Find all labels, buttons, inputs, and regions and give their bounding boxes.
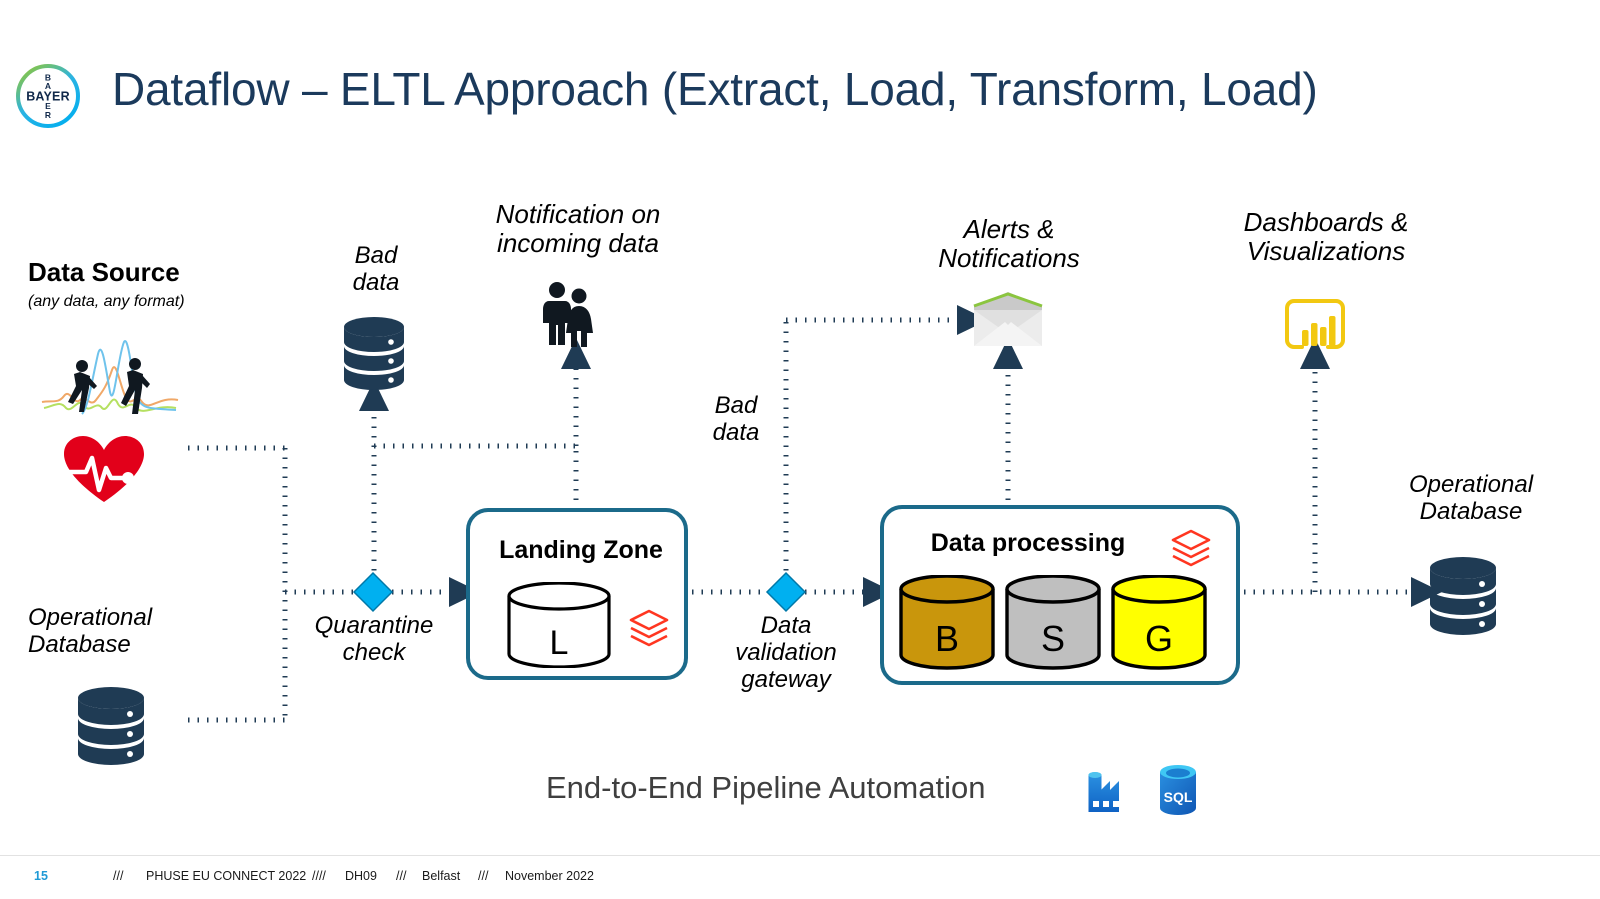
notification-label-line1: Notification on bbox=[495, 199, 661, 229]
two-people-icon bbox=[538, 281, 598, 347]
silver-layer-label: S bbox=[1041, 618, 1065, 659]
database-icon bbox=[342, 316, 406, 392]
landing-zone-cylinder: L bbox=[506, 581, 612, 669]
svg-text:L: L bbox=[550, 624, 569, 662]
svg-text:B: B bbox=[45, 73, 51, 83]
svg-text:BAYER: BAYER bbox=[26, 90, 70, 104]
footer-page-number: 15 bbox=[34, 869, 48, 883]
footer-divider bbox=[0, 855, 1600, 856]
power-bi-icon bbox=[1284, 298, 1346, 350]
data-source-subtitle: (any data, any format) bbox=[28, 293, 185, 310]
databricks-icon bbox=[628, 607, 670, 653]
bayer-logo: BAYER B A E R bbox=[14, 62, 82, 130]
quarantine-check-label-line1: Quarantine bbox=[314, 612, 434, 639]
footer-code: DH09 bbox=[345, 869, 377, 883]
bronze-layer-label: B bbox=[935, 618, 959, 659]
quarantine-diamond-node bbox=[352, 571, 394, 613]
heart-ecg-icon bbox=[62, 434, 146, 506]
azure-data-factory-icon bbox=[1080, 762, 1136, 818]
landing-zone-title: Landing Zone bbox=[499, 536, 663, 564]
database-icon bbox=[76, 686, 146, 768]
right-operational-db-label: Operational Database bbox=[1380, 471, 1562, 526]
walking-people-waveform-icon bbox=[40, 330, 180, 420]
footer-separator-1: /// bbox=[113, 869, 124, 883]
footer-separator-3: /// bbox=[396, 869, 407, 883]
left-operational-db-label-line2: Database bbox=[28, 630, 131, 658]
bad-data-store-label-line1: Bad bbox=[354, 242, 398, 269]
data-validation-gateway-line1: Data bbox=[760, 612, 812, 639]
page-title: Dataflow – ELTL Approach (Extract, Load,… bbox=[112, 63, 1318, 115]
footer-date: November 2022 bbox=[505, 869, 594, 883]
silver-layer-cylinder: S bbox=[1004, 574, 1102, 671]
alerts-label-line1: Alerts & bbox=[963, 214, 1055, 244]
footer-separator-4: /// bbox=[478, 869, 489, 883]
footer: 15 /// PHUSE EU CONNECT 2022 //// DH09 /… bbox=[0, 855, 1600, 899]
footer-separator-2: //// bbox=[312, 869, 326, 883]
quarantine-check-label-line2: check bbox=[342, 638, 406, 666]
footer-city: Belfast bbox=[422, 869, 461, 883]
right-operational-db-line1: Operational bbox=[1408, 471, 1534, 498]
databricks-icon bbox=[1170, 527, 1212, 573]
data-processing-title: Data processing bbox=[930, 529, 1126, 557]
data-processing-box[interactable]: Data processing B S bbox=[880, 505, 1240, 685]
data-validation-gateway-line2: validation bbox=[735, 638, 837, 666]
database-icon bbox=[1428, 556, 1498, 638]
quarantine-check-label: Quarantine check bbox=[300, 612, 448, 667]
landing-zone-box[interactable]: Landing Zone L bbox=[466, 508, 688, 680]
envelope-icon bbox=[972, 292, 1044, 348]
sql-label: SQL bbox=[1164, 789, 1193, 805]
validation-bad-data-line1: Bad bbox=[714, 392, 758, 419]
dashboards-label-line2: Visualizations bbox=[1246, 236, 1406, 267]
gold-layer-label: G bbox=[1145, 618, 1173, 659]
alerts-label: Alerts & Notifications bbox=[900, 214, 1118, 274]
svg-text:E: E bbox=[45, 101, 51, 111]
dashboards-label: Dashboards & Visualizations bbox=[1212, 207, 1440, 267]
azure-sql-database-icon: SQL bbox=[1152, 762, 1204, 818]
gold-layer-cylinder: G bbox=[1110, 574, 1208, 671]
notification-label: Notification on incoming data bbox=[478, 199, 678, 259]
notification-label-line2: incoming data bbox=[497, 228, 659, 259]
validation-bad-data-label: Bad data bbox=[690, 392, 782, 447]
data-validation-gateway-line3: gateway bbox=[741, 665, 831, 693]
pipeline-automation-caption: End-to-End Pipeline Automation bbox=[546, 770, 986, 805]
footer-event: PHUSE EU CONNECT 2022 bbox=[146, 869, 307, 883]
svg-text:A: A bbox=[45, 81, 51, 91]
bad-data-store-label: Bad data bbox=[330, 242, 422, 297]
data-source-title: Data Source bbox=[28, 257, 180, 287]
svg-text:R: R bbox=[45, 110, 51, 120]
left-operational-db-label: Operational Database bbox=[28, 604, 208, 659]
right-operational-db-line2: Database bbox=[1419, 497, 1523, 525]
validation-diamond-node bbox=[765, 571, 807, 613]
bronze-layer-cylinder: B bbox=[898, 574, 996, 671]
left-operational-db-label-line1: Operational bbox=[28, 604, 153, 631]
data-validation-gateway-label: Data validation gateway bbox=[712, 612, 860, 694]
validation-bad-data-line2: data bbox=[712, 418, 760, 446]
alerts-label-line2: Notifications bbox=[938, 243, 1080, 274]
bad-data-store-label-line2: data bbox=[352, 268, 400, 296]
dashboards-label-line1: Dashboards & bbox=[1243, 207, 1409, 237]
